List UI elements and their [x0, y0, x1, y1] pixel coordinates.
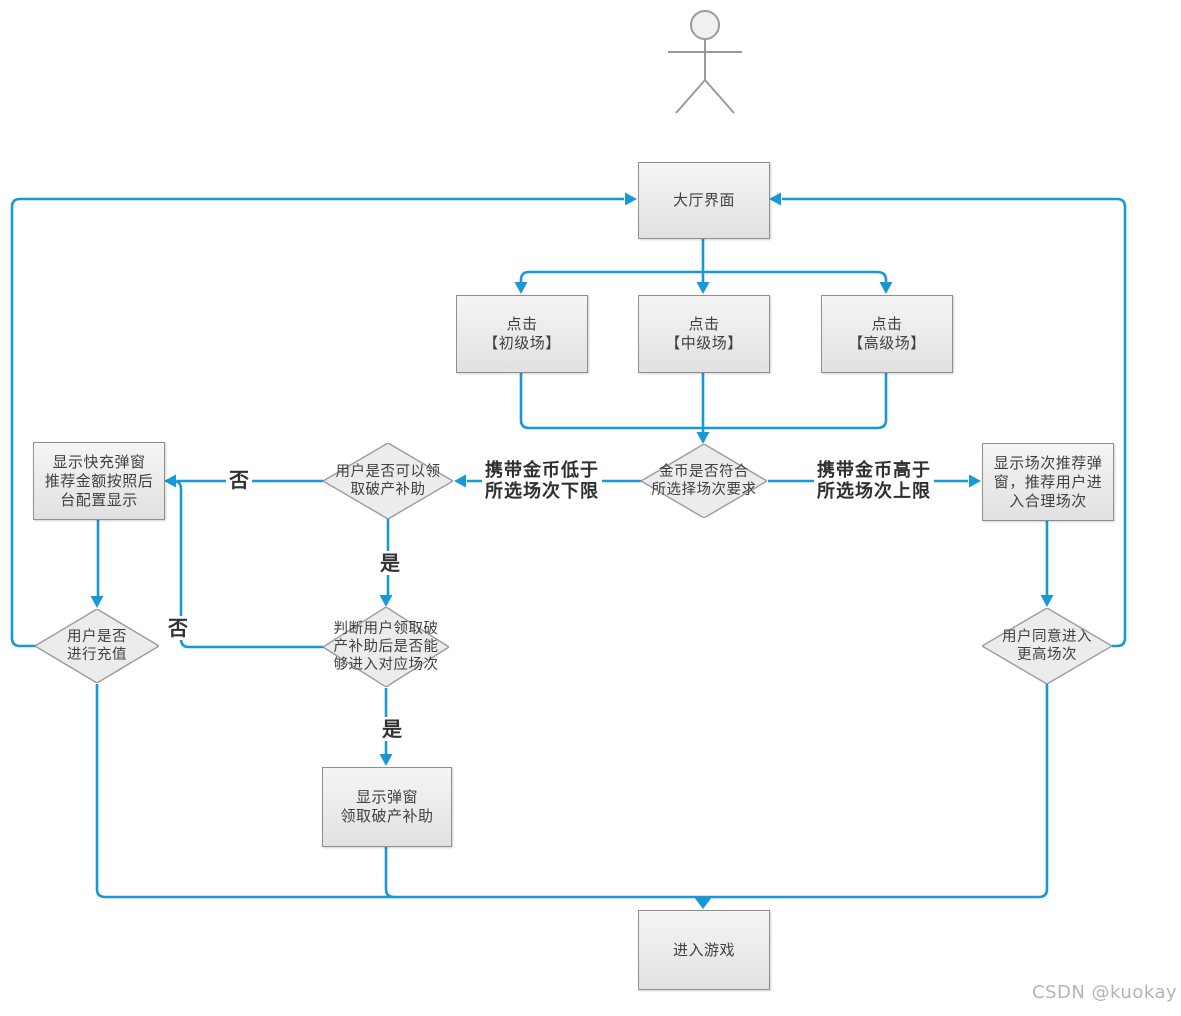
actor-icon — [668, 10, 742, 114]
edge-label-below-limit: 携带金币低于 所选场次下限 — [482, 459, 602, 503]
node-recommend-popup-label: 显示场次推荐弹 窗，推荐用户进 入合理场次 — [993, 453, 1103, 510]
node-agree-check-label: 用户同意进入 更高场次 — [1002, 629, 1092, 663]
node-lobby: 大厅界面 — [638, 162, 770, 239]
node-click-beginner-label: 点击 【初级场】 — [483, 315, 561, 352]
node-coin-check: 金币是否符合 所选择场次要求 — [641, 444, 767, 518]
edge-label-above-limit: 携带金币高于 所选场次上限 — [814, 459, 934, 503]
node-coin-check-label: 金币是否符合 所选择场次要求 — [651, 464, 757, 498]
node-click-advanced-label: 点击 【高级场】 — [848, 315, 926, 352]
node-subsidy-entry-check: 判断用户领取破 产补助后是否能 够进入对应场次 — [323, 607, 449, 687]
edge-label-yes-entry: 是 — [379, 717, 405, 741]
node-subsidy-entry-check-label: 判断用户领取破 产补助后是否能 够进入对应场次 — [333, 621, 439, 673]
node-quick-recharge-popup-label: 显示快充弹窗 推荐金额按照后 台配置显示 — [44, 452, 154, 509]
node-click-intermediate-label: 点击 【中级场】 — [665, 315, 743, 352]
node-quick-recharge-popup: 显示快充弹窗 推荐金额按照后 台配置显示 — [33, 442, 165, 520]
edge-label-no-bankruptcy: 否 — [226, 468, 252, 492]
node-click-beginner: 点击 【初级场】 — [456, 295, 588, 373]
node-bankruptcy-check: 用户是否可以领 取破产补助 — [323, 443, 453, 519]
diamond-shape — [35, 609, 159, 683]
node-recharge-check: 用户是否 进行充值 — [35, 609, 159, 683]
node-click-intermediate: 点击 【中级场】 — [638, 295, 770, 373]
watermark: CSDN @kuokay — [1032, 982, 1178, 1003]
node-subsidy-popup-label: 显示弹窗 领取破产补助 — [340, 788, 434, 825]
node-bankruptcy-check-label: 用户是否可以领 取破产补助 — [335, 464, 441, 498]
diamond-shape — [323, 607, 449, 687]
node-recommend-popup: 显示场次推荐弹 窗，推荐用户进 入合理场次 — [982, 443, 1114, 521]
node-agree-check: 用户同意进入 更高场次 — [982, 608, 1112, 684]
node-subsidy-popup: 显示弹窗 领取破产补助 — [322, 767, 452, 847]
diamond-shape — [982, 608, 1112, 684]
diamond-shape — [641, 444, 767, 518]
edge-label-no-entry: 否 — [165, 616, 191, 640]
node-click-advanced: 点击 【高级场】 — [821, 295, 953, 373]
node-enter-game: 进入游戏 — [638, 910, 770, 990]
node-recharge-check-label: 用户是否 进行充值 — [67, 629, 127, 663]
diamond-shape — [323, 443, 453, 519]
edge-label-yes-bankruptcy: 是 — [377, 551, 403, 575]
node-lobby-label: 大厅界面 — [672, 191, 735, 209]
node-enter-game-label: 进入游戏 — [672, 940, 735, 959]
